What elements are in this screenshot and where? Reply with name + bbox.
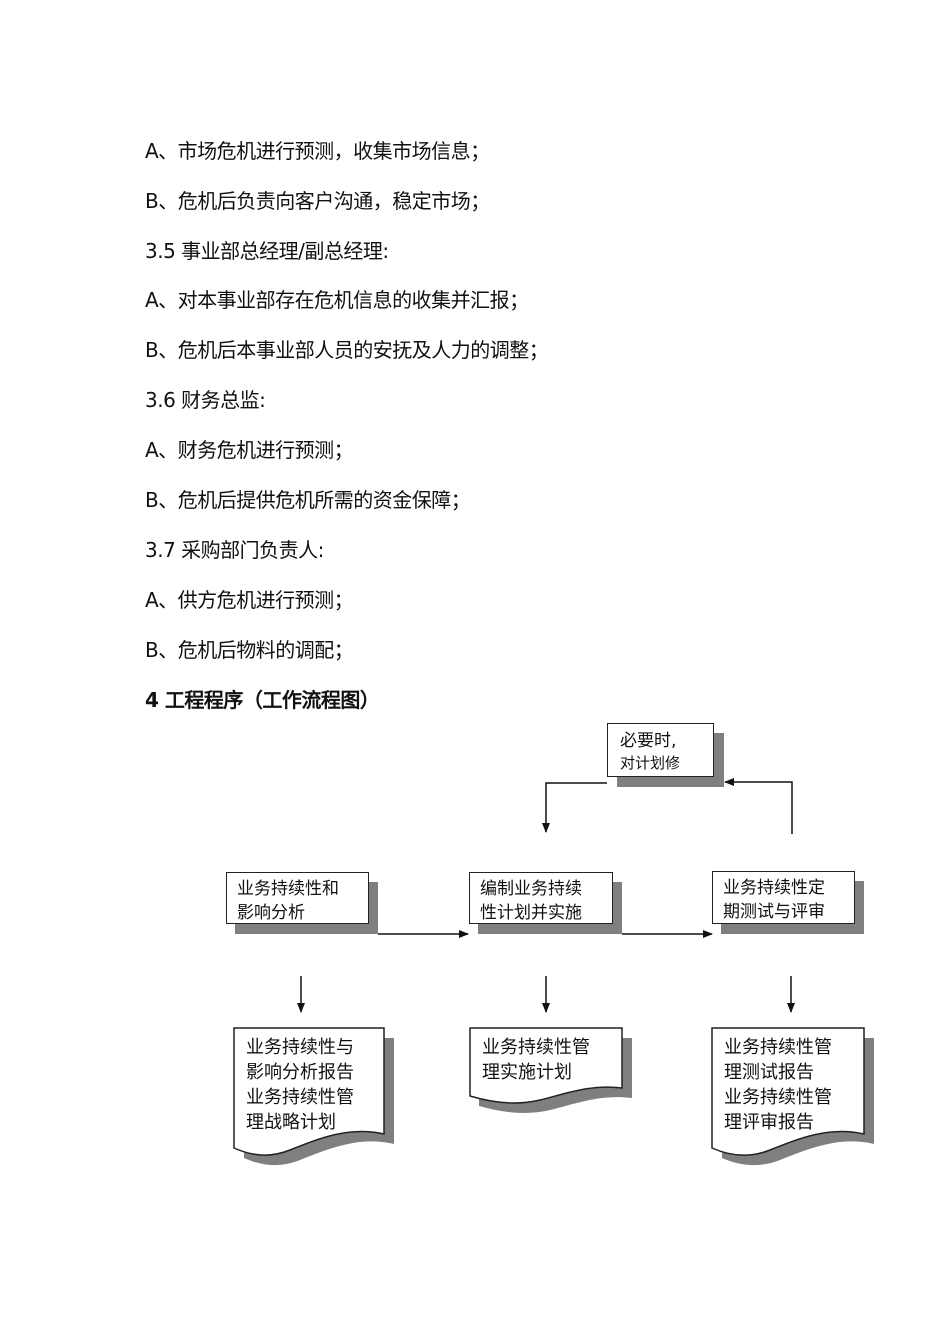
process-box-2-line1: 编制业务持续	[480, 879, 582, 899]
document-1-line1: 业务持续性与	[246, 1037, 354, 1058]
feedback-line-right	[724, 778, 793, 834]
process-box-2-line2: 性计划并实施	[480, 903, 582, 923]
paragraph-1: A、市场危机进行预测，收集市场信息；	[145, 139, 490, 163]
paragraph-3-7-heading: 3.7 采购部门负责人:	[145, 538, 324, 562]
document-2-line2: 理实施计划	[482, 1062, 572, 1083]
paragraph-3-5-heading: 3.5 事业部总经理/副总经理:	[145, 239, 389, 263]
feedback-line-left	[542, 782, 607, 833]
process-box-analysis: 业务持续性和 影响分析	[226, 872, 369, 924]
document-2-text: 业务持续性管 理实施计划	[482, 1035, 590, 1085]
document-2-line1: 业务持续性管	[482, 1037, 590, 1058]
paragraph-10: A、供方危机进行预测；	[145, 588, 354, 612]
process-box-1-line1: 业务持续性和	[237, 879, 339, 899]
feedback-box: 必要时, 对计划修	[607, 723, 714, 777]
document-1-line2: 影响分析报告	[246, 1062, 354, 1083]
paragraph-11: B、危机后物料的调配；	[145, 638, 354, 662]
document-2-shape	[469, 1027, 623, 1104]
paragraph-7: A、财务危机进行预测；	[145, 438, 354, 462]
document-3-line1: 业务持续性管	[724, 1037, 832, 1058]
document-3-shape	[711, 1027, 865, 1156]
process-box-3-line2: 期测试与评审	[723, 902, 825, 922]
process-box-1-line2: 影响分析	[237, 903, 305, 923]
document-1-shape	[233, 1027, 385, 1156]
feedback-box-line1: 必要时,	[620, 731, 677, 751]
document-3-text: 业务持续性管 理测试报告 业务持续性管 理评审报告	[724, 1035, 832, 1135]
paragraph-8: B、危机后提供危机所需的资金保障；	[145, 488, 471, 512]
process-box-plan: 编制业务持续 性计划并实施	[469, 872, 613, 924]
document-1-line4: 理战略计划	[246, 1112, 336, 1133]
document-1-text: 业务持续性与 影响分析报告 业务持续性管 理战略计划	[246, 1035, 354, 1135]
paragraph-3-6-heading: 3.6 财务总监:	[145, 388, 266, 412]
process-box-test-review: 业务持续性定 期测试与评审	[712, 871, 855, 924]
paragraph-4: A、对本事业部存在危机信息的收集并汇报；	[145, 288, 529, 312]
document-3-line4: 理评审报告	[724, 1112, 814, 1133]
section-heading: 4 工程程序（工作流程图）	[145, 688, 380, 712]
document-1-line3: 业务持续性管	[246, 1087, 354, 1108]
process-box-3-line1: 业务持续性定	[723, 878, 825, 898]
document-3-line2: 理测试报告	[724, 1062, 814, 1083]
document-3-line3: 业务持续性管	[724, 1087, 832, 1108]
feedback-box-line2: 对计划修	[620, 754, 681, 772]
paragraph-5: B、危机后本事业部人员的安抚及人力的调整；	[145, 338, 549, 362]
paragraph-2: B、危机后负责向客户沟通，稳定市场；	[145, 189, 490, 213]
